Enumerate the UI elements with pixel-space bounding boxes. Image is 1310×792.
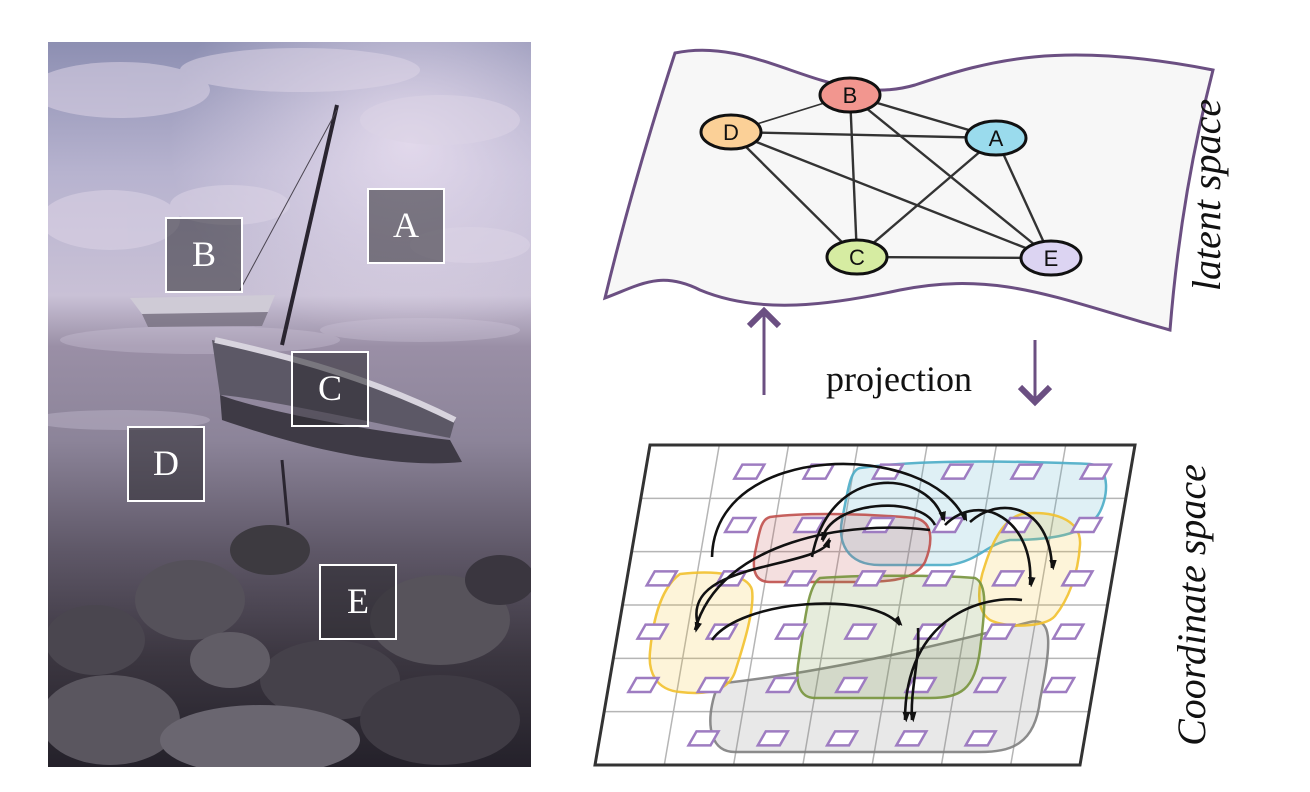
grid-marker xyxy=(1041,676,1077,694)
patch-A: A xyxy=(367,188,445,264)
coordinate-grid xyxy=(593,443,1137,767)
relation-arc xyxy=(710,462,965,558)
coordinate-space-panel: Coordinate space xyxy=(593,443,1214,767)
grid-marker xyxy=(852,570,887,587)
grid-marker xyxy=(773,623,809,640)
clouds xyxy=(48,48,530,263)
latent-node-label: B xyxy=(843,83,858,108)
latent-node-label: D xyxy=(723,120,739,145)
grid-marker xyxy=(991,570,1026,587)
patch-E-label: E xyxy=(347,581,369,621)
grid-marker xyxy=(940,463,975,480)
grid-marker xyxy=(894,730,929,747)
relation-arc xyxy=(810,481,943,558)
grid-marker xyxy=(792,516,827,534)
rocks xyxy=(48,525,531,767)
patch-B: B xyxy=(165,217,243,293)
latent-node-E: E xyxy=(1019,239,1083,277)
relation-arc xyxy=(905,598,1023,720)
grid-marker xyxy=(732,463,767,480)
latent-manifold xyxy=(602,48,1215,332)
grid-marker xyxy=(755,730,790,747)
latent-node-A: A xyxy=(964,119,1028,157)
grid-marker xyxy=(695,676,730,694)
latent-edge-C-E xyxy=(856,255,1052,260)
latent-edge-B-C xyxy=(848,94,859,258)
latent-node-B: B xyxy=(818,76,882,114)
latent-space-panel: B D A C E latent space xyxy=(602,48,1229,332)
grid-marker xyxy=(834,676,869,694)
grid-marker xyxy=(686,730,721,747)
latent-nodes: B D A C E xyxy=(699,76,1083,277)
latent-node-label: A xyxy=(989,126,1004,151)
grid-marker xyxy=(1060,570,1095,587)
relation-arc xyxy=(912,627,920,720)
grid-marker xyxy=(644,570,679,587)
latent-edge-A-E xyxy=(994,137,1053,259)
relation-arc xyxy=(693,526,931,630)
region-green xyxy=(796,574,986,700)
coordinate-arcs xyxy=(693,462,1052,720)
relation-arc xyxy=(944,508,1030,585)
coordinate-space-label: Coordinate space xyxy=(1169,464,1214,746)
patch-C-label: C xyxy=(318,368,342,408)
coordinate-regions xyxy=(648,460,1108,754)
latent-node-label: C xyxy=(849,245,865,270)
grid-marker xyxy=(963,730,998,747)
water-reflections xyxy=(48,318,520,430)
grid-marker xyxy=(981,623,1017,640)
relation-arc xyxy=(710,602,900,641)
relation-arc xyxy=(820,504,937,540)
patch-D: D xyxy=(127,426,205,502)
grid-marker xyxy=(723,516,758,534)
grid-marker xyxy=(972,676,1007,694)
patch-C: C xyxy=(291,351,369,427)
projection-arrows: projection xyxy=(746,306,1053,407)
patch-B-label: B xyxy=(192,234,216,274)
grid-marker xyxy=(764,676,800,694)
region-blue xyxy=(839,460,1108,567)
latent-edges xyxy=(730,93,1053,260)
grid-marker xyxy=(1069,516,1104,534)
grid-marker xyxy=(635,623,670,640)
grid-marker xyxy=(824,730,860,747)
latent-edge-D-C xyxy=(730,131,858,258)
latent-edge-D-A xyxy=(730,130,997,140)
grid-marker xyxy=(783,570,818,587)
region-yellow-left xyxy=(648,571,754,695)
latent-edge-A-C xyxy=(856,137,997,258)
grid-marker xyxy=(921,570,957,587)
relation-arc xyxy=(695,540,832,626)
grid-marker xyxy=(626,676,661,694)
latent-edge-D-E xyxy=(730,130,1052,260)
photo-panel: A B C D E xyxy=(48,42,531,767)
relation-arc xyxy=(969,506,1052,568)
projection-label: projection xyxy=(826,359,972,399)
small-boat xyxy=(130,295,275,327)
grid-marker xyxy=(1051,623,1086,640)
grid-marker xyxy=(1078,463,1113,480)
latent-space-label: latent space xyxy=(1184,99,1229,291)
latent-node-C: C xyxy=(825,238,889,276)
grid-marker xyxy=(843,623,878,640)
patch-E: E xyxy=(319,564,397,640)
latent-node-D: D xyxy=(699,113,763,151)
grid-marker xyxy=(1009,463,1044,480)
latent-node-label: E xyxy=(1044,246,1059,271)
grid-border xyxy=(593,443,1137,767)
patch-D-label: D xyxy=(153,443,179,483)
patch-A-label: A xyxy=(393,205,419,245)
